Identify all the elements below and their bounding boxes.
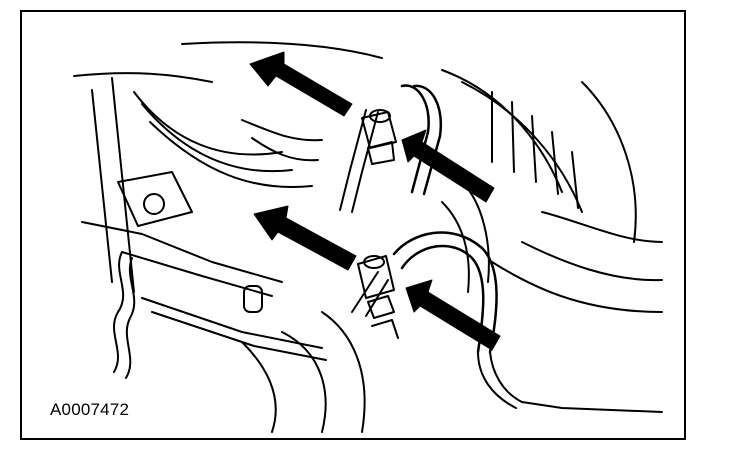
- lower-tube-nut: [357, 255, 399, 339]
- upper-brake-line: [339, 84, 443, 213]
- arrow-icon: [249, 51, 353, 117]
- engine-line-illustration: [73, 41, 663, 433]
- illustration-frame: A0007472: [20, 10, 686, 440]
- background-components: [73, 41, 663, 313]
- callout-arrows: [249, 51, 501, 351]
- arrow-icon: [405, 279, 501, 351]
- arrow-icon: [401, 129, 495, 203]
- lower-brake-line: [351, 231, 663, 413]
- arrow-icon: [253, 205, 357, 271]
- left-bracket: [81, 171, 366, 433]
- upper-tube-nut: [361, 109, 397, 165]
- figure-id-label: A0007472: [50, 400, 130, 419]
